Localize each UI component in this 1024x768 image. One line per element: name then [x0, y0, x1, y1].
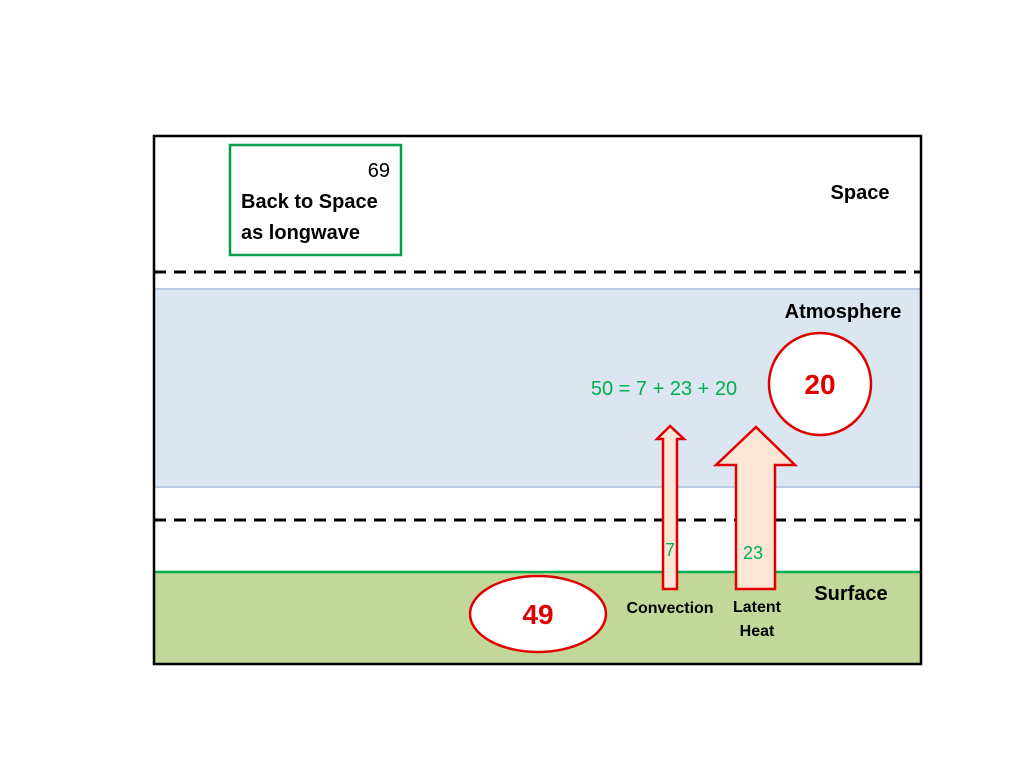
convection-arrow [653, 424, 688, 591]
atmosphere-absorbed-ring [767, 331, 873, 437]
surface-emitted-ring [468, 574, 608, 654]
atmosphere-equation: 50 = 7 + 23 + 20 [591, 378, 737, 400]
surface-emitted-ellipse: 49 [468, 574, 608, 654]
convection-label: Convection [626, 600, 713, 617]
back-to-space-box: 69 Back to Space as longwave [228, 143, 403, 257]
surface-label: Surface [814, 583, 887, 605]
latent-heat-arrow [712, 425, 799, 591]
back-to-space-frame [228, 143, 403, 257]
space-label: Space [831, 182, 890, 204]
latent-heat-label-line1: Latent [733, 599, 782, 616]
latent-heat-value: 23 [743, 543, 763, 563]
atmosphere-absorbed-value: 20 [804, 369, 835, 400]
back-to-space-line1: Back to Space [241, 191, 378, 213]
atmosphere-label: Atmosphere [785, 301, 902, 323]
surface-emitted-value: 49 [522, 599, 553, 630]
back-to-space-value: 69 [368, 160, 390, 182]
diagram-frame [152, 134, 923, 666]
convection-value: 7 [665, 540, 675, 560]
back-to-space-line2: as longwave [241, 222, 360, 244]
latent-heat-label-line2: Heat [740, 623, 775, 640]
atmosphere-absorbed-circle: 20 [767, 331, 873, 437]
